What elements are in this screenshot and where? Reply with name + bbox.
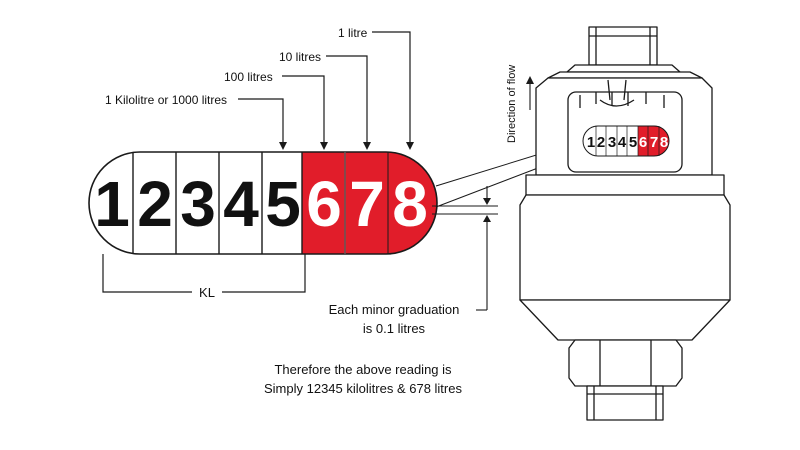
label-1-kilolitre: 1 Kilolitre or 1000 litres — [105, 93, 227, 107]
meter-main-body — [519, 194, 731, 301]
large-counter: 1 2 3 4 5 6 7 8 — [88, 151, 438, 255]
direction-of-flow-label: Direction of flow — [506, 65, 518, 143]
reading-text-line2: Simply 12345 kilolitres & 678 litres — [264, 381, 462, 396]
hex-nut — [568, 339, 683, 387]
label-kl: KL — [199, 285, 215, 300]
counter-outline — [88, 151, 438, 255]
label-10-litres: 10 litres — [279, 50, 321, 64]
small-kl-digit-5: 5 — [629, 134, 637, 151]
flow-arrow-icon — [526, 76, 534, 110]
graduation-arrowheads — [483, 198, 491, 222]
kl-digit-5: 5 — [265, 168, 301, 240]
label-1-litre: 1 litre — [338, 26, 368, 40]
collar — [566, 64, 681, 73]
small-litre-digit-10: 7 — [650, 134, 658, 151]
kl-bracket — [102, 254, 306, 293]
small-litre-digit-100: 6 — [639, 134, 647, 151]
litre-digit-10: 7 — [349, 168, 385, 240]
kl-digit-2: 2 — [137, 168, 173, 240]
bottom-fitting — [586, 385, 664, 421]
small-counter: 1 2 3 4 5 6 7 8 — [582, 125, 670, 157]
counter-digits: 1 2 3 4 5 6 7 8 — [94, 168, 428, 240]
kl-digit-4: 4 — [223, 168, 259, 240]
small-separators — [595, 126, 660, 156]
small-litre-digit-1: 8 — [660, 134, 668, 151]
kl-digit-1: 1 — [94, 168, 130, 240]
small-kl-digit-3: 3 — [608, 134, 616, 151]
small-counter-outline — [582, 125, 670, 157]
graduation-text-line2: is 0.1 litres — [363, 321, 426, 336]
meter-taper — [519, 299, 731, 341]
digit-separators — [132, 152, 389, 254]
head-band — [525, 174, 725, 196]
litre-red-section — [302, 152, 437, 254]
litre-digit-100: 6 — [306, 168, 342, 240]
small-kl-digit-4: 4 — [618, 134, 627, 151]
place-value-leaders — [238, 31, 411, 148]
reading-text-line1: Therefore the above reading is — [274, 362, 452, 377]
water-meter-body — [519, 26, 731, 421]
small-kl-digit-2: 2 — [597, 134, 605, 151]
small-kl-digit-1: 1 — [587, 134, 595, 151]
small-counter-digits: 1 2 3 4 5 6 7 8 — [587, 134, 668, 151]
top-fitting — [588, 26, 658, 66]
kl-digit-3: 3 — [180, 168, 216, 240]
graduation-indicator — [432, 186, 498, 311]
litre-digit-1: 8 — [392, 168, 428, 240]
leader-arrowheads — [279, 142, 414, 150]
label-100-litres: 100 litres — [224, 70, 273, 84]
small-red-section — [638, 126, 669, 156]
graduation-text-line1: Each minor graduation — [329, 302, 460, 317]
